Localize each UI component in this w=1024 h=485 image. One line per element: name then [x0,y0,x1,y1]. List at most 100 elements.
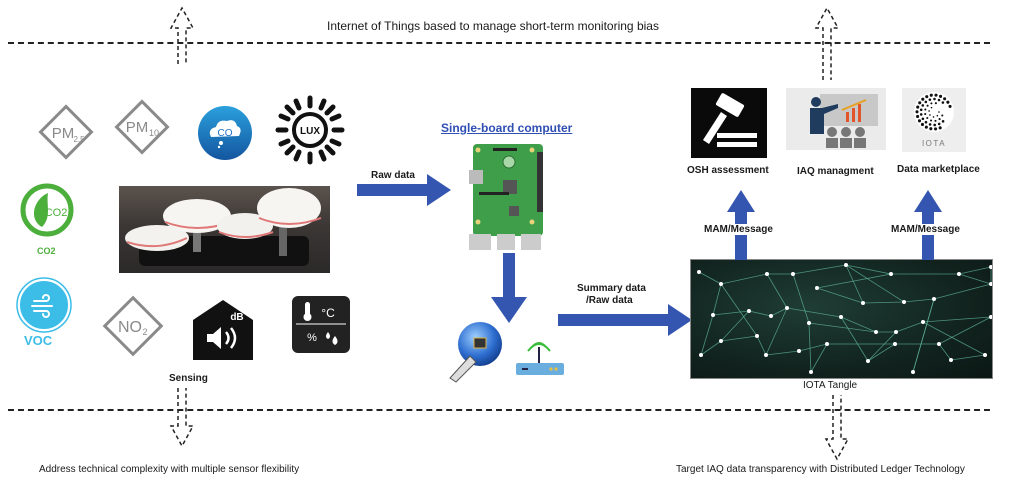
top-dashed-divider [8,42,990,44]
mam-message-right-label: MAM/Message [890,224,961,235]
iota-logo-dot [918,101,922,105]
iota-logo-dot [925,95,929,99]
iota-logo-dot [937,98,941,102]
sensing-label: Sensing [169,373,208,384]
tangle-node [894,330,898,334]
tangle-edge [867,343,896,362]
iota-logo-dot [924,120,928,124]
footer-right-text: Target IAQ data transparency with Distri… [676,464,965,475]
dashed-up-arrow-right [814,6,840,80]
iota-logo-dot [921,97,925,101]
tangle-node [769,314,773,318]
single-board-computer-title[interactable]: Single-board computer [441,121,573,135]
tangle-node [711,313,715,317]
tangle-node [755,334,759,338]
tangle-node [764,353,768,357]
tangle-edge [895,321,924,333]
iota-logo-text: IOTA [922,139,946,148]
iaq-management-icon [786,88,886,150]
iota-logo-dot [934,93,938,97]
tangle-edge [903,298,935,303]
tangle-edge [720,310,750,342]
dashed-up-arrow-left [169,6,195,64]
no2-label: NO [118,319,142,336]
iota-logo-dot [939,94,943,98]
tangle-node [902,300,906,304]
iaq-management-label: IAQ managment [797,166,874,177]
tangle-node [807,321,811,325]
iota-logo-dot [921,117,925,121]
ethernet-globe-icon [449,322,502,383]
tangle-edge [748,310,772,317]
iota-logo-dot [926,104,929,107]
iota-logo-dot [938,118,941,121]
pm25-sensor-icon: PM 2.5 [38,104,94,160]
tangle-edge [816,287,864,304]
pm10-subscript: 10 [149,128,159,138]
no2-sensor-icon: NO 2 [102,295,164,357]
iota-logo-dot [938,126,942,130]
tangle-edge [933,283,992,300]
iota-logo-dot [924,100,928,104]
sensor-device-photo [119,186,330,273]
noise-db-sensor-icon: dB [193,300,253,360]
tangle-edge [862,301,905,304]
iota-logo-dot [920,122,925,127]
iota-logo-dot [929,127,933,131]
tangle-edge [720,273,768,285]
tangle-node [989,282,993,286]
mam-message-left-label: MAM/Message [703,224,774,235]
iota-logo-dot [924,112,927,116]
co2-icon-text: CO2 [45,207,68,219]
voc-sensor-icon [16,277,72,333]
tangle-node [815,286,819,290]
iota-logo-dot [933,123,936,127]
temperature-humidity-sensor-icon: °C % [292,296,350,353]
footer-left-text: Address technical complexity with multip… [39,464,300,475]
tangle-node [699,353,703,357]
data-marketplace-label: Data marketplace [897,164,980,175]
tangle-edge [712,310,750,316]
tangle-edge [712,283,722,316]
tangle-node [747,309,751,313]
temperature-label: °C [321,306,335,320]
iota-logo-icon: IOTA [902,88,966,152]
tangle-node [957,272,961,276]
iota-logo-dot [946,100,950,104]
tangle-node [809,370,813,374]
tangle-edge [958,266,992,275]
tangle-node [989,265,993,269]
tangle-node [921,320,925,324]
iota-logo-dot [929,93,933,97]
raw-data-sub-label: /Raw data [586,295,633,306]
tangle-node [989,315,993,319]
tangle-node [874,330,878,334]
tangle-edge [840,316,869,362]
iota-logo-dot [921,104,925,107]
no2-subscript: 2 [142,327,147,337]
pm25-subscript: 2.5 [73,135,85,144]
iota-logo-dot [943,97,947,101]
tangle-node [785,306,789,310]
lux-label: LUX [300,126,320,137]
iota-logo-dot [934,119,937,122]
gavel-icon [691,88,767,158]
iota-logo-dot [917,119,922,123]
summary-data-arrow [558,304,692,336]
tangle-edge [720,335,758,342]
iota-tangle-label: IOTA Tangle [803,380,858,391]
tangle-edge [958,273,992,285]
tangle-edge [700,340,722,356]
tangle-edge [756,335,767,356]
lux-sensor-icon: LUX [275,95,345,165]
tangle-node [949,358,953,362]
iota-logo-dot [941,101,945,104]
pm25-label: PM [52,125,75,142]
tangle-edge [938,316,992,345]
iota-logo-dot [929,119,933,122]
raspberry-pi-board-icon [469,144,543,250]
iota-logo-dot [916,114,920,119]
iota-logo-dot [930,102,933,105]
iota-logo-dot [938,111,940,113]
iota-logo-dot [933,97,936,101]
